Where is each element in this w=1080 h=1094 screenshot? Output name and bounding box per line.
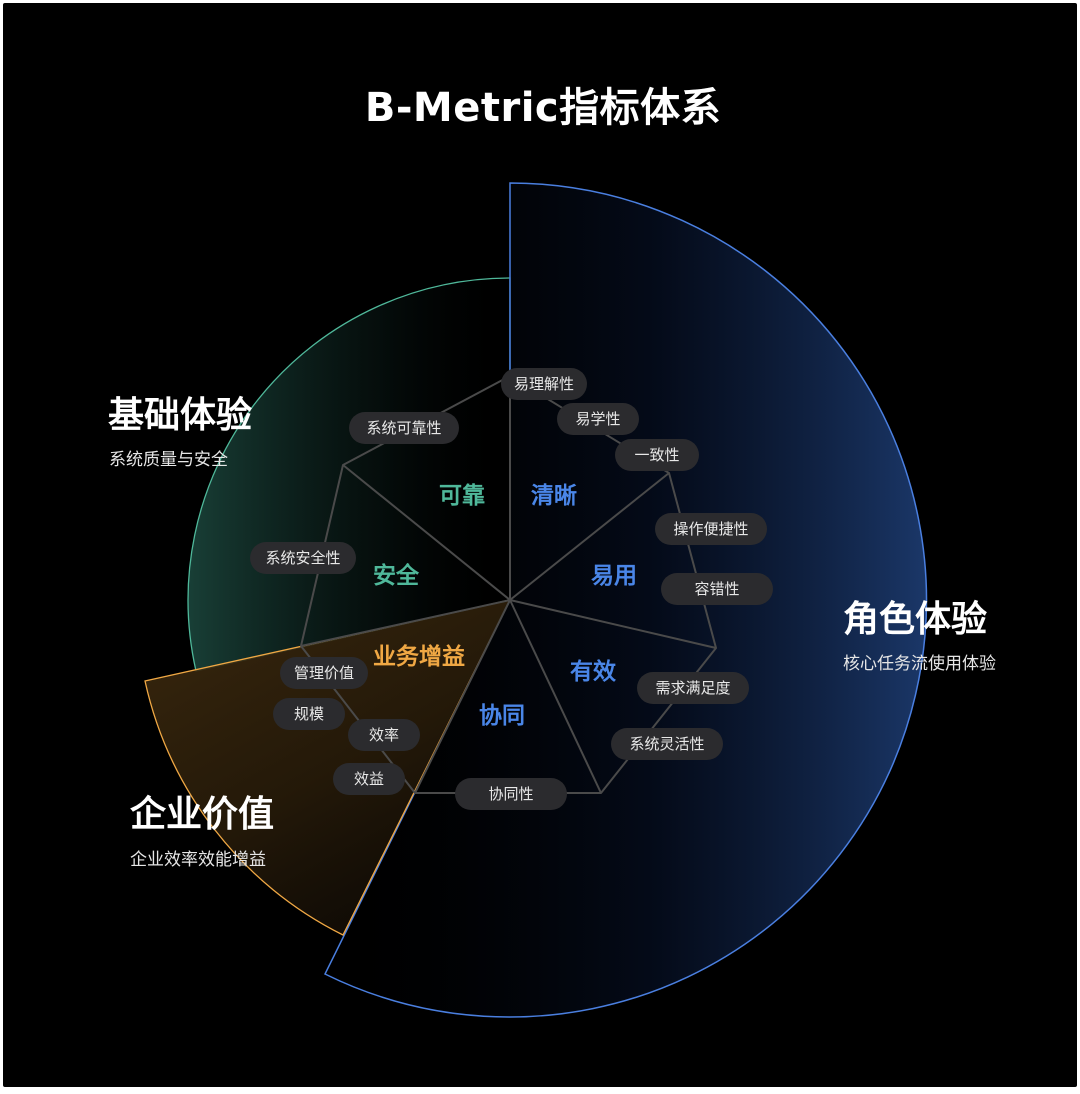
diagram-canvas: B-Metric指标体系 基础体验 系统质量与安全 角色体验 核心任务流使用体验… (3, 3, 1077, 1087)
metric-pill-management-value: 管理价值 (280, 657, 368, 689)
metric-pill-operation-convenience: 操作便捷性 (655, 513, 767, 545)
basic-experience-subtitle: 系统质量与安全 (109, 450, 228, 470)
segment-label-reliable: 可靠 (439, 483, 485, 509)
metric-pill-fault-tolerance: 容错性 (661, 573, 773, 605)
page-title: B-Metric指标体系 (364, 85, 722, 131)
metric-pill-scale: 规模 (273, 698, 345, 730)
role-experience-title: 角色体验 (843, 599, 988, 640)
enterprise-value-title: 企业价值 (130, 794, 275, 835)
diagram-graphic (144, 182, 928, 1018)
metric-pill-system-flexibility: 系统灵活性 (611, 728, 723, 760)
segment-label-clarity: 清晰 (531, 483, 577, 509)
segment-label-security: 安全 (373, 563, 419, 589)
metric-pill-learnability: 易学性 (557, 403, 639, 435)
radar-spokes (300, 376, 717, 794)
segment-label-business-gain: 业务增益 (373, 644, 465, 670)
metric-pill-system-security: 系统安全性 (250, 542, 356, 574)
enterprise-value-subtitle: 企业效率效能增益 (130, 850, 266, 870)
metric-pill-understandability: 易理解性 (501, 368, 587, 400)
basic-experience-title: 基础体验 (108, 395, 253, 436)
segment-label-usability: 易用 (591, 563, 637, 589)
metric-pill-requirement-satisfaction: 需求满足度 (637, 672, 749, 704)
segment-label-effectiveness: 有效 (570, 659, 616, 685)
role-experience-subtitle: 核心任务流使用体验 (843, 654, 996, 674)
metric-pill-collaboration: 协同性 (455, 778, 567, 810)
enterprise-value-sector (144, 599, 512, 936)
metric-pill-efficiency: 效率 (348, 719, 420, 751)
metric-pill-system-reliability: 系统可靠性 (349, 412, 459, 444)
metric-pill-benefit: 效益 (333, 763, 405, 795)
metric-pill-consistency: 一致性 (615, 439, 699, 471)
segment-label-collaboration: 协同 (479, 703, 525, 729)
